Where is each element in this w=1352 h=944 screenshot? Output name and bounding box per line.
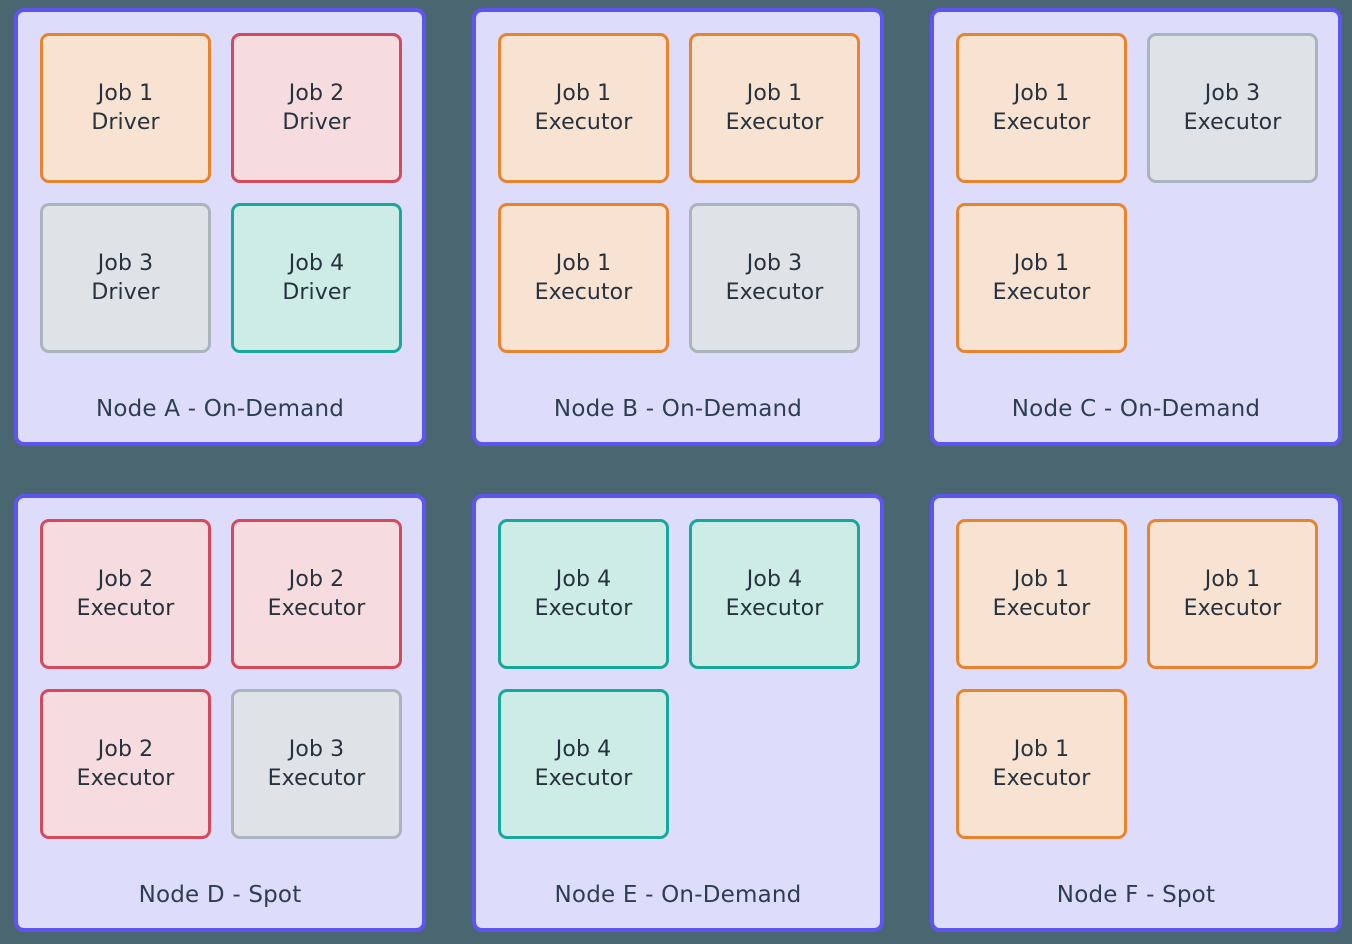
node-label: Node E - On-Demand — [554, 882, 802, 908]
job-name-label: Job 3 — [1204, 80, 1261, 106]
job-name-label: Job 3 — [288, 736, 345, 762]
job-role-label: Executor — [725, 280, 824, 305]
job-name-label: Job 4 — [555, 736, 612, 762]
job-slot-card[interactable]: Job 2 Executor — [40, 689, 211, 839]
job-name-label: Job 2 — [288, 80, 345, 106]
job-slot-card[interactable]: Job 4 Executor — [498, 689, 669, 839]
job-role-label: Driver — [282, 110, 351, 135]
job-role-label: Executor — [1183, 596, 1282, 621]
job-slot-card[interactable]: Job 4 Executor — [689, 519, 860, 669]
job-slot-card[interactable]: Job 1 Executor — [689, 33, 860, 183]
job-slot-card[interactable]: Job 1 Executor — [498, 33, 669, 183]
job-slot-card[interactable]: Job 1 Executor — [956, 689, 1127, 839]
job-role-label: Executor — [267, 766, 366, 791]
job-name-label: Job 1 — [1013, 736, 1070, 762]
job-slot-card[interactable]: Job 1 Executor — [1147, 519, 1318, 669]
job-role-label: Executor — [534, 766, 633, 791]
job-name-label: Job 1 — [97, 80, 154, 106]
job-role-label: Executor — [992, 280, 1091, 305]
job-name-label: Job 3 — [746, 250, 803, 276]
job-slot-card[interactable]: Job 3 Executor — [689, 203, 860, 353]
job-slot-card[interactable]: Job 2 Executor — [40, 519, 211, 669]
job-role-label: Executor — [1183, 110, 1282, 135]
job-name-label: Job 1 — [746, 80, 803, 106]
job-slot-card[interactable]: Job 1 Driver — [40, 33, 211, 183]
job-slot-card[interactable]: Job 1 Executor — [956, 203, 1127, 353]
empty-slot — [1147, 689, 1318, 839]
job-role-label: Executor — [534, 596, 633, 621]
job-role-label: Driver — [91, 110, 160, 135]
empty-slot — [689, 689, 860, 839]
job-role-label: Executor — [992, 596, 1091, 621]
job-role-label: Executor — [534, 280, 633, 305]
job-slot-card[interactable]: Job 2 Driver — [231, 33, 402, 183]
job-slot-card[interactable]: Job 1 Executor — [956, 519, 1127, 669]
job-slot-card[interactable]: Job 4 Driver — [231, 203, 402, 353]
job-slot-card[interactable]: Job 3 Executor — [231, 689, 402, 839]
job-role-label: Executor — [725, 110, 824, 135]
job-name-label: Job 2 — [97, 736, 154, 762]
job-slot-card[interactable]: Job 3 Executor — [1147, 33, 1318, 183]
job-name-label: Job 1 — [555, 250, 612, 276]
job-name-label: Job 1 — [1013, 566, 1070, 592]
job-slot-card[interactable]: Job 4 Executor — [498, 519, 669, 669]
job-slot-card[interactable]: Job 1 Executor — [956, 33, 1127, 183]
node-label: Node B - On-Demand — [553, 396, 803, 422]
job-role-label: Driver — [282, 280, 351, 305]
job-role-label: Executor — [992, 110, 1091, 135]
job-role-label: Executor — [534, 110, 633, 135]
job-role-label: Executor — [76, 596, 175, 621]
job-name-label: Job 4 — [746, 566, 803, 592]
job-name-label: Job 3 — [97, 250, 154, 276]
job-role-label: Executor — [992, 766, 1091, 791]
empty-slot — [1147, 203, 1318, 353]
job-name-label: Job 4 — [288, 250, 345, 276]
job-role-label: Driver — [91, 280, 160, 305]
job-role-label: Executor — [76, 766, 175, 791]
job-name-label: Job 4 — [555, 566, 612, 592]
node-label: Node C - On-Demand — [1011, 396, 1261, 422]
job-role-label: Executor — [725, 596, 824, 621]
job-name-label: Job 1 — [1013, 80, 1070, 106]
job-name-label: Job 2 — [288, 566, 345, 592]
node-label: Node F - Spot — [1056, 882, 1216, 908]
node-label: Node D - Spot — [138, 882, 302, 908]
job-slot-card[interactable]: Job 2 Executor — [231, 519, 402, 669]
job-role-label: Executor — [267, 596, 366, 621]
job-name-label: Job 2 — [97, 566, 154, 592]
job-name-label: Job 1 — [555, 80, 612, 106]
job-name-label: Job 1 — [1013, 250, 1070, 276]
job-slot-card[interactable]: Job 3 Driver — [40, 203, 211, 353]
job-slot-card[interactable]: Job 1 Executor — [498, 203, 669, 353]
node-label: Node A - On-Demand — [95, 396, 345, 422]
job-name-label: Job 1 — [1204, 566, 1261, 592]
